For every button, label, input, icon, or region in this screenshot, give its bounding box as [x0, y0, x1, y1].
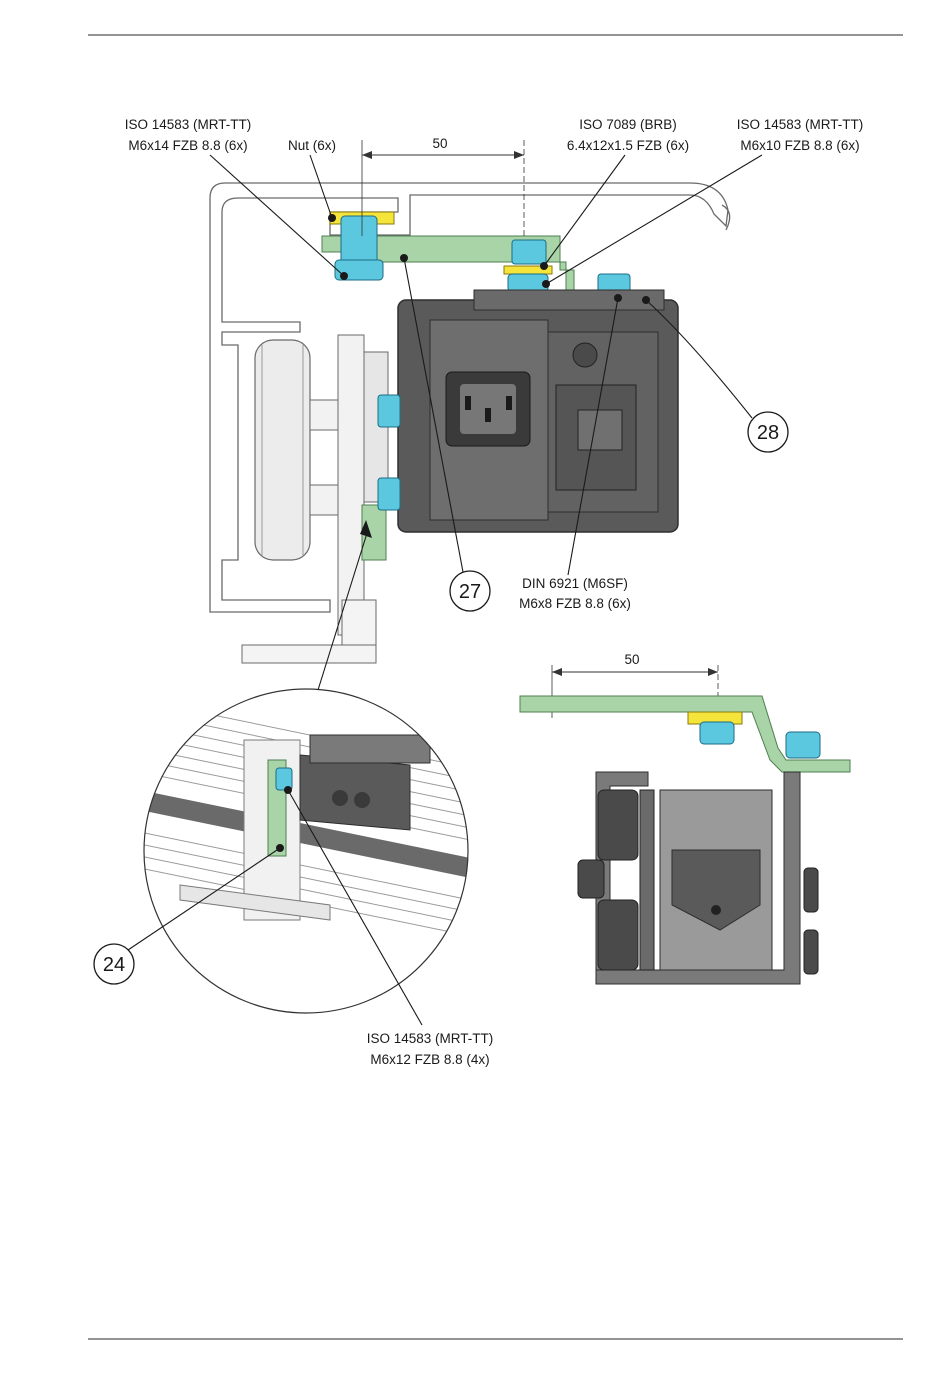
label-bolt-m6x12-line2: M6x12 FZB 8.8 (4x) — [370, 1052, 489, 1067]
label-bolt-m6x14-line1: ISO 14583 (MRT-TT) — [125, 117, 252, 132]
svg-text:27: 27 — [459, 581, 481, 603]
guide-roller — [255, 340, 310, 560]
label-bolt-m6x10-line2: M6x10 FZB 8.8 (6x) — [740, 138, 859, 153]
label-din6921-line1: DIN 6921 (M6SF) — [522, 576, 628, 591]
dimension-50-top: 50 — [432, 136, 447, 151]
label-bolt-m6x12-line1: ISO 14583 (MRT-TT) — [367, 1031, 494, 1046]
label-washer-brb-line1: ISO 7089 (BRB) — [579, 117, 677, 132]
label-washer-brb-line2: 6.4x12x1.5 FZB (6x) — [567, 138, 689, 153]
label-bolt-m6x10-line1: ISO 14583 (MRT-TT) — [737, 117, 864, 132]
label-din6921-line2: M6x8 FZB 8.8 (6x) — [519, 596, 631, 611]
svg-text:28: 28 — [757, 422, 779, 444]
label-nut: Nut (6x) — [288, 138, 336, 153]
svg-text:24: 24 — [103, 954, 125, 976]
dimension-50-side: 50 — [624, 652, 639, 667]
label-bolt-m6x14-line2: M6x14 FZB 8.8 (6x) — [128, 138, 247, 153]
side-view: 50 — [520, 652, 850, 984]
bolt-m6x10 — [512, 240, 546, 264]
